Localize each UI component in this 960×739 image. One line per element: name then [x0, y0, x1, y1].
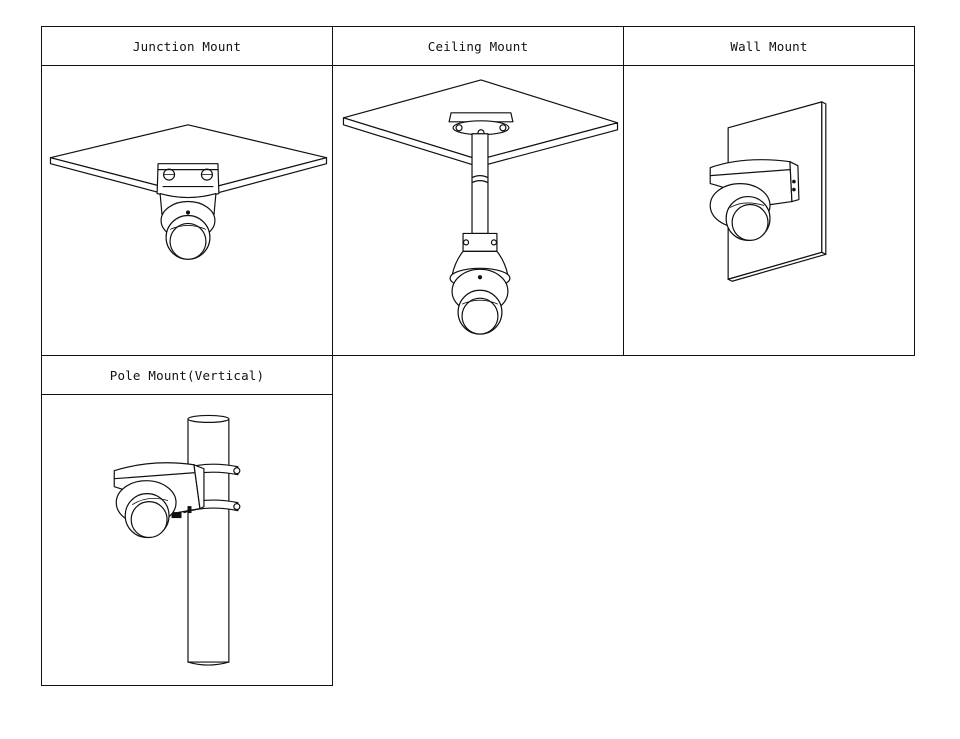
wall-mount-illustration [624, 66, 914, 355]
ceiling-plate [49, 124, 328, 202]
vertical-pole [187, 414, 230, 666]
wall-mount-cell: Wall Mount [623, 26, 915, 356]
dome-camera [449, 267, 511, 335]
pole-mount-illustration [42, 395, 332, 685]
ceiling-mount-title: Ceiling Mount [333, 27, 623, 66]
pole-mount-drawing [113, 414, 241, 666]
dome-camera [115, 480, 177, 539]
pole-mount-cell: Pole Mount(Vertical) [41, 355, 333, 686]
mount-types-table: Junction Mount [41, 26, 915, 686]
wall-mount-title: Wall Mount [624, 27, 914, 66]
junction-mount-title: Junction Mount [42, 27, 332, 66]
junction-mount-illustration [42, 66, 332, 355]
junction-mount-drawing [49, 124, 328, 260]
pendant-pole [471, 133, 489, 235]
ceiling-mount-cell: Ceiling Mount [332, 26, 624, 356]
dome-camera [709, 182, 771, 241]
pole-mount-title: Pole Mount(Vertical) [42, 356, 332, 395]
wall-mount-drawing [709, 101, 827, 282]
ceiling-mount-drawing [342, 79, 619, 335]
junction-box [156, 163, 220, 199]
dome-camera [159, 192, 217, 260]
ceiling-mount-illustration [333, 66, 623, 355]
junction-mount-cell: Junction Mount [41, 26, 333, 356]
ceiling-bracket [448, 112, 514, 137]
